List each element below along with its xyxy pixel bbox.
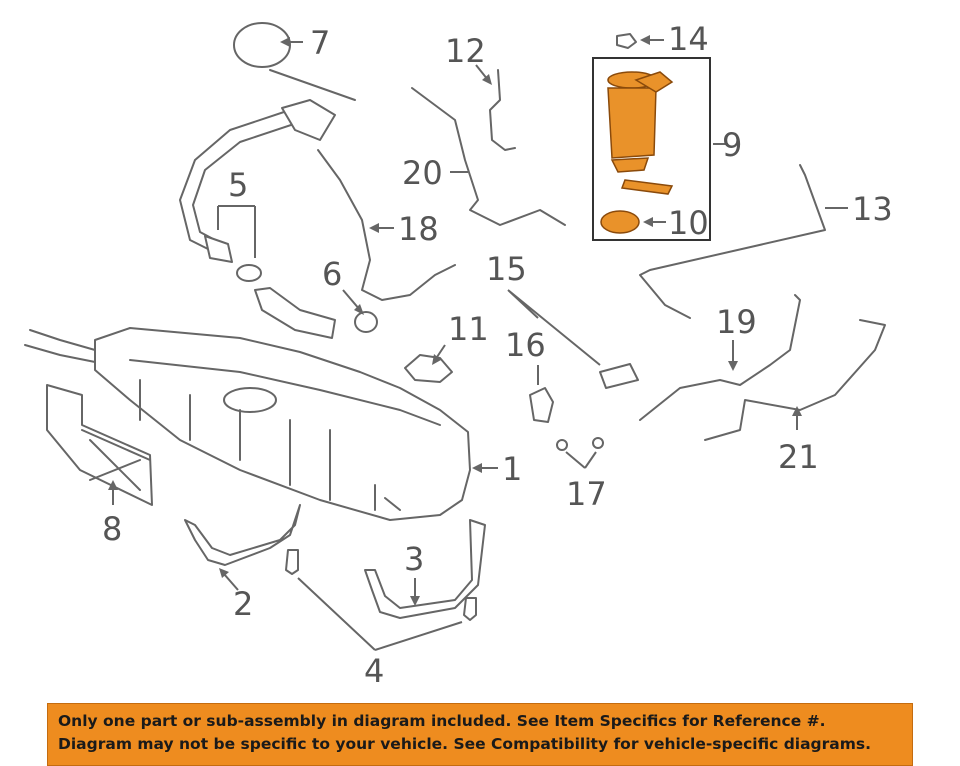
line-part-18 (317, 149, 456, 301)
bracket-part-16 (529, 387, 554, 423)
callout-14: 14 (668, 20, 709, 58)
callout-19: 19 (716, 303, 757, 341)
callout-20: 20 (402, 154, 443, 192)
callout-18: 18 (398, 210, 439, 248)
callout-7: 7 (310, 24, 330, 62)
strap-part-3 (364, 519, 486, 619)
callout-11: 11 (448, 310, 489, 348)
sensor-part-12 (489, 69, 516, 151)
callout-10: 10 (668, 204, 709, 242)
filler-hose-part-5 (179, 99, 336, 339)
bolt-part-4 (285, 549, 477, 621)
vent-valve-part-7 (233, 22, 356, 101)
parts-diagram: 1 2 3 4 5 6 7 8 9 10 11 12 13 14 15 16 1… (24, 20, 893, 690)
line-part-19 (639, 294, 801, 421)
callout-2: 2 (233, 585, 253, 623)
callout-1: 1 (502, 450, 522, 488)
seal-part-11 (404, 354, 453, 383)
callout-4: 4 (364, 652, 384, 690)
banner-line-1: Only one part or sub-assembly in diagram… (58, 712, 826, 730)
callout-9: 9 (722, 126, 742, 164)
line-part-13 (639, 164, 826, 319)
strap-part-2 (184, 504, 301, 566)
highlight-box (592, 57, 711, 241)
filter-part-15 (599, 363, 639, 389)
fuel-tank-part-1 (24, 327, 471, 521)
callout-17: 17 (566, 475, 607, 513)
callout-15: 15 (486, 250, 527, 288)
callout-13: 13 (852, 190, 893, 228)
callout-3: 3 (404, 540, 424, 578)
clip-part-14 (616, 33, 637, 49)
shield-part-8 (46, 384, 153, 506)
fuel-pump-module-part-9 (607, 71, 674, 195)
callout-8: 8 (102, 510, 122, 548)
callout-21: 21 (778, 438, 819, 476)
callout-6: 6 (322, 255, 342, 293)
callout-16: 16 (505, 326, 546, 364)
callout-12: 12 (445, 32, 486, 70)
line-part-21 (704, 319, 886, 441)
clip-part-17 (556, 437, 604, 451)
leader-lines (108, 35, 848, 651)
clip-part-6 (354, 311, 378, 333)
seal-part-10 (600, 210, 640, 234)
line-part-20 (411, 87, 566, 226)
disclaimer-banner: Only one part or sub-assembly in diagram… (47, 703, 913, 766)
callout-5: 5 (228, 166, 248, 204)
banner-line-2: Diagram may not be specific to your vehi… (58, 735, 872, 753)
